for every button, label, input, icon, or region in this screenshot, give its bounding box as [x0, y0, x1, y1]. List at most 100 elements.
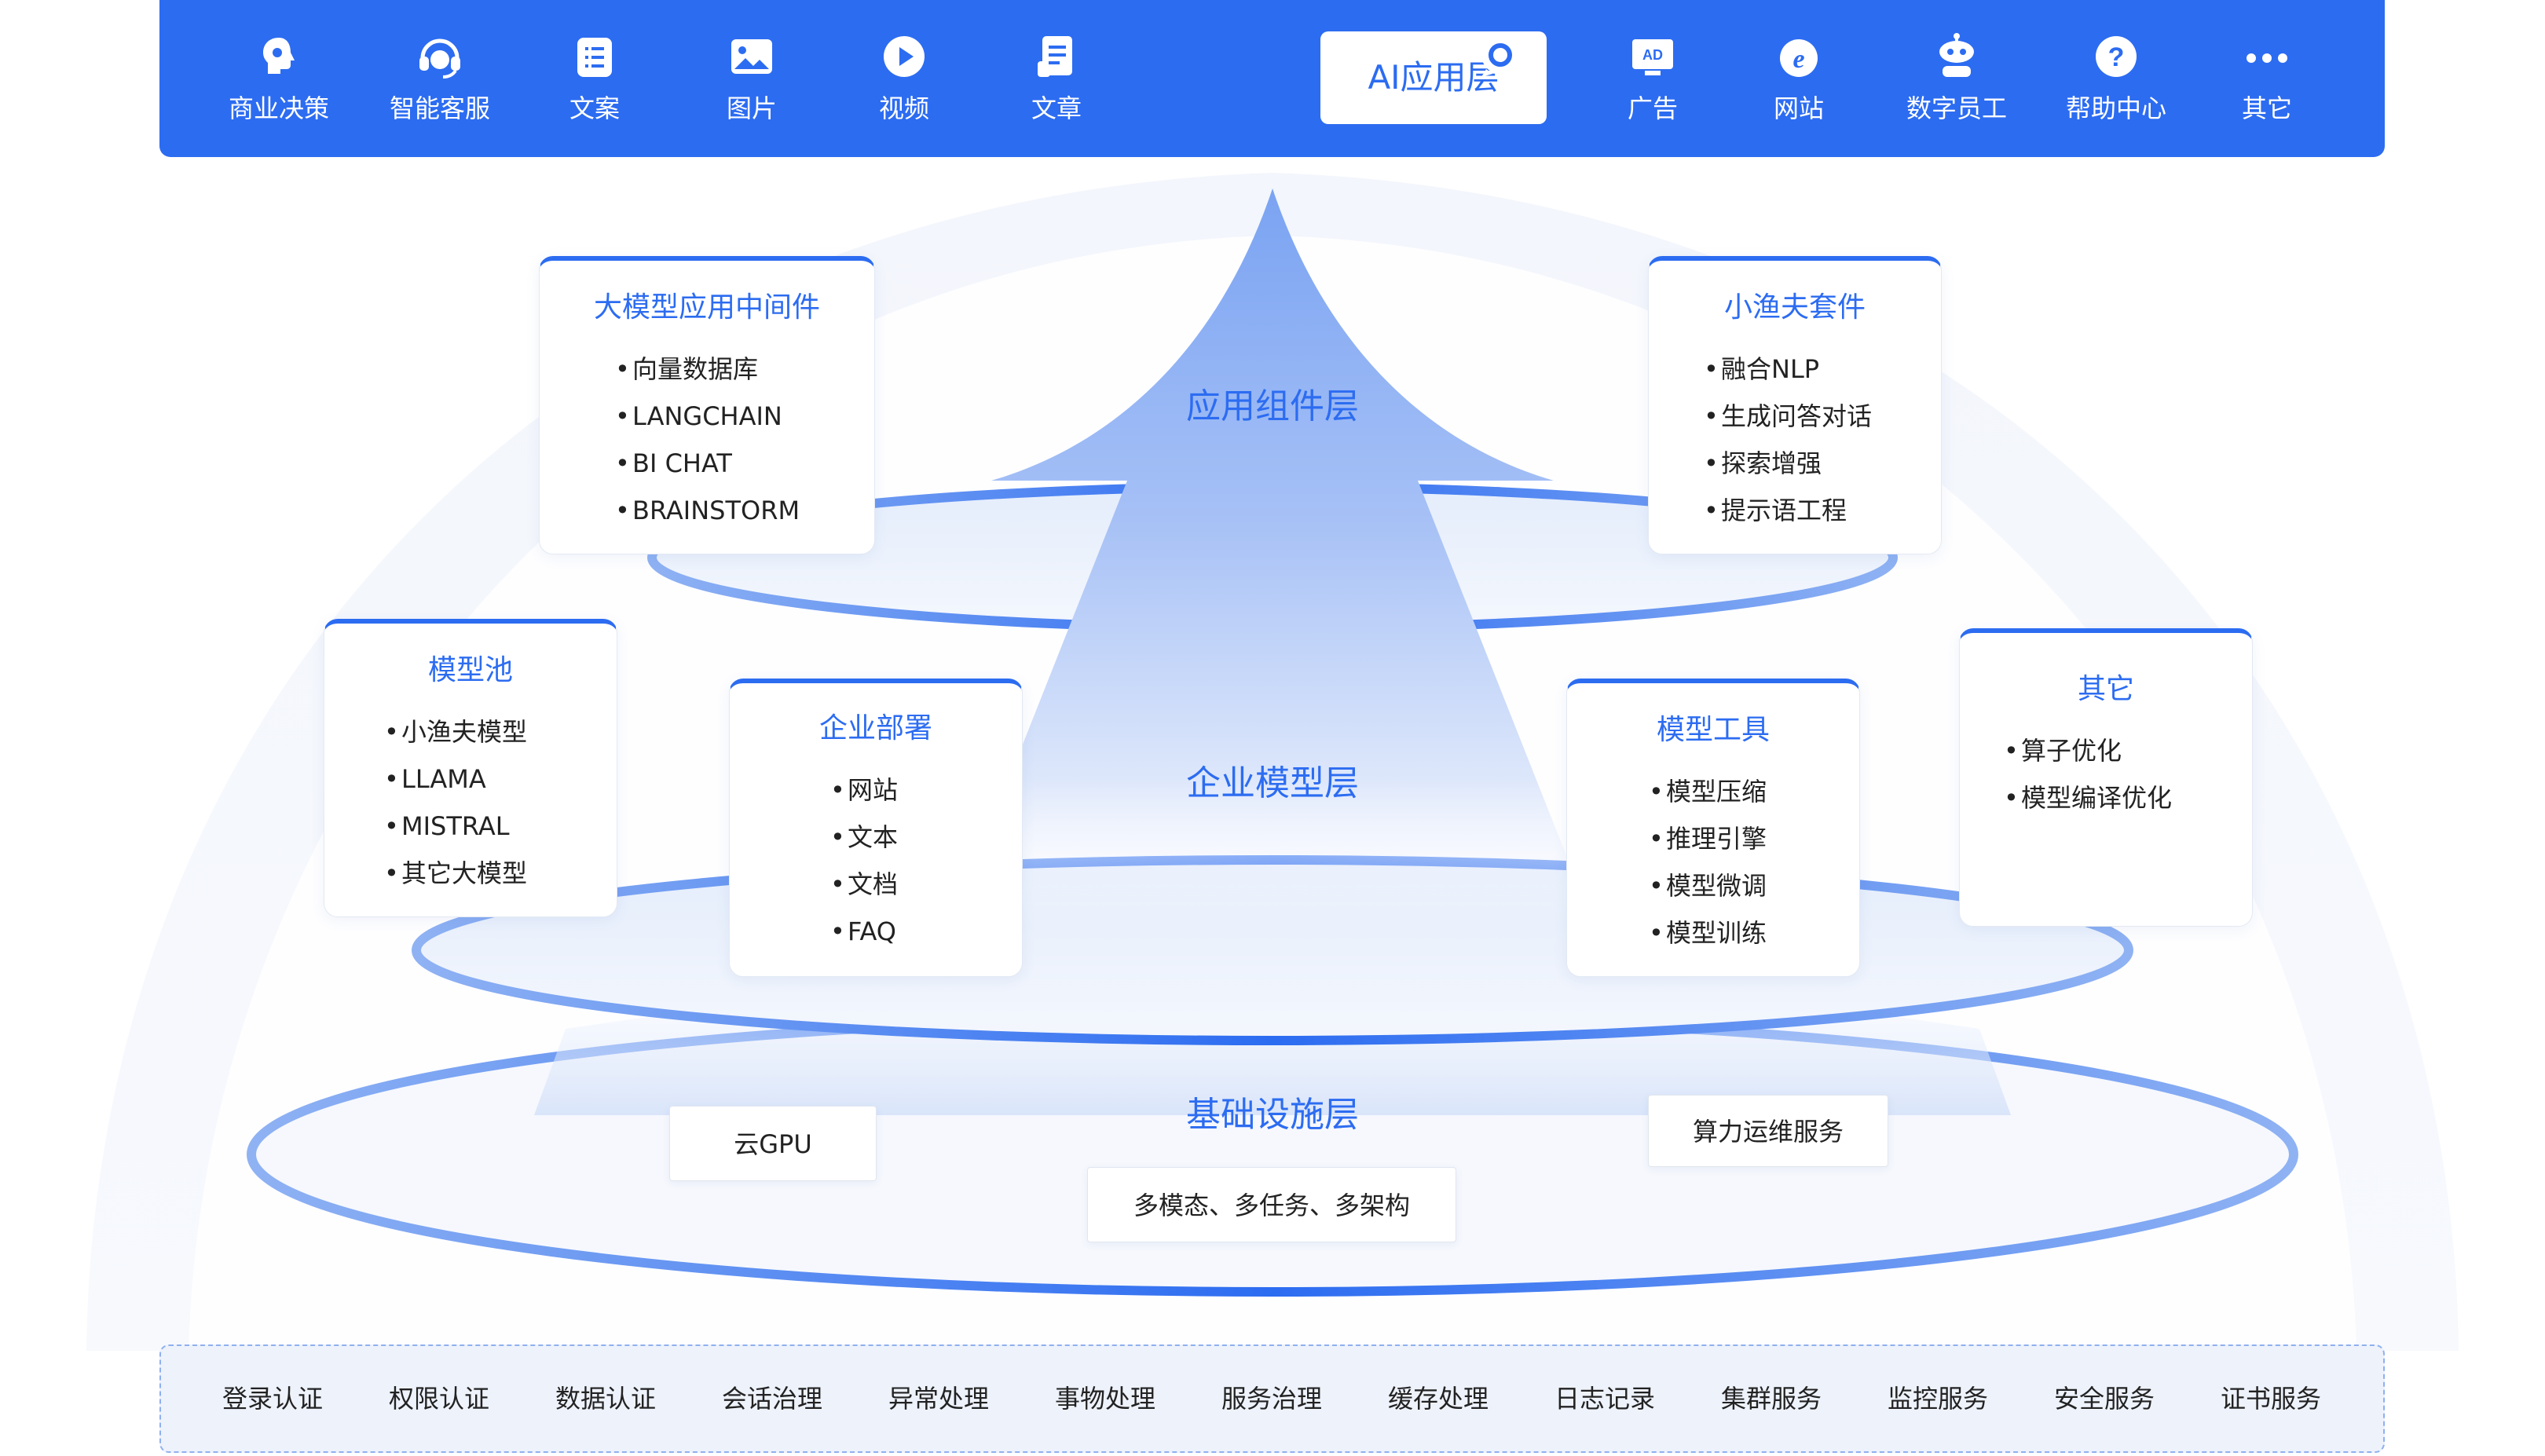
list-item: LLAMA	[384, 755, 527, 803]
card-title: 小渔夫套件	[1723, 291, 1866, 324]
card-list: 向量数据库 LANGCHAIN BI CHAT BRAINSTORM	[615, 346, 800, 534]
article-icon	[1038, 36, 1072, 77]
nav-item-business-decision[interactable]: 商业决策	[200, 24, 357, 134]
nav-item-website[interactable]: e 网站	[1720, 24, 1877, 134]
service-item: 数据认证	[555, 1384, 657, 1414]
ad-icon-text: AD	[1642, 47, 1663, 63]
card-title: 企业部署	[818, 712, 932, 744]
nav-label: 视频	[878, 93, 929, 123]
chip-cloud-gpu: 云GPU	[669, 1106, 877, 1181]
list-item: BI CHAT	[615, 440, 800, 487]
card-llm-middleware: 大模型应用中间件 向量数据库 LANGCHAIN BI CHAT BRAINST…	[539, 256, 875, 554]
nav-label: 智能客服	[389, 93, 490, 123]
list-item: 模型微调	[1649, 862, 1767, 909]
service-item: 异常处理	[888, 1384, 990, 1414]
service-item: 集群服务	[1721, 1384, 1822, 1414]
list-item: 推理引擎	[1649, 815, 1767, 862]
list-item: 提示语工程	[1704, 487, 1872, 534]
card-model-tools: 模型工具 模型压缩 推理引擎 模型微调 模型训练	[1566, 679, 1860, 977]
list-item: 模型编译优化	[2004, 774, 2172, 821]
service-item: 证书服务	[2221, 1384, 2322, 1414]
browser-icon: e	[1780, 39, 1818, 77]
service-item: 登录认证	[222, 1384, 324, 1414]
service-item: 缓存处理	[1388, 1384, 1489, 1414]
nav-item-customer-service[interactable]: 智能客服	[361, 24, 518, 134]
list-item: 融合NLP	[1704, 346, 1872, 393]
list-item: 小渔夫模型	[384, 708, 527, 755]
nav-item-copywriting[interactable]: 文案	[516, 24, 673, 134]
list-item: 生成问答对话	[1704, 393, 1872, 440]
card-model-pool: 模型池 小渔夫模型 LLAMA MISTRAL 其它大模型	[324, 619, 617, 917]
card-title: 模型池	[427, 654, 513, 686]
card-others: 其它 算子优化 模型编译优化	[1959, 628, 2253, 927]
nav-label: 网站	[1773, 93, 1824, 123]
service-item: 权限认证	[389, 1384, 490, 1414]
nav-label: 图片	[726, 93, 777, 123]
card-list: 算子优化 模型编译优化	[2004, 727, 2172, 821]
list-item: FAQ	[830, 908, 898, 955]
help-icon-text: ?	[2108, 42, 2125, 72]
app-component-layer-label: 应用组件层	[1186, 386, 1359, 426]
card-title: 模型工具	[1656, 714, 1770, 746]
service-item: 会话治理	[722, 1384, 823, 1414]
browser-icon-text: e	[1792, 45, 1804, 74]
play-icon	[884, 36, 925, 77]
help-icon: ?	[2096, 36, 2137, 77]
card-title: 其它	[2077, 673, 2134, 705]
list-item: 文本	[830, 814, 898, 861]
list-doc-icon	[577, 38, 612, 77]
headset-icon	[419, 38, 460, 79]
card-xiaoyufu-suite: 小渔夫套件 融合NLP 生成问答对话 探索增强 提示语工程	[1648, 256, 1942, 554]
list-item: 其它大模型	[384, 850, 527, 897]
ad-icon: AD	[1632, 39, 1673, 75]
nav-item-social-media[interactable]: 社媒	[1422, 24, 1579, 134]
service-item: 日志记录	[1554, 1384, 1656, 1414]
nav-item-video[interactable]: 视频	[826, 24, 983, 134]
card-enterprise-deployment: 企业部署 网站 文本 文档 FAQ	[729, 679, 1023, 977]
list-item: LANGCHAIN	[615, 393, 800, 440]
brain-icon	[263, 38, 295, 74]
nav-label: 商业决策	[228, 93, 329, 123]
list-item: 模型压缩	[1649, 768, 1767, 815]
service-item: 服务治理	[1221, 1384, 1323, 1414]
nav-label: 社媒	[1474, 93, 1525, 123]
list-item: 向量数据库	[615, 346, 800, 393]
list-item: 模型训练	[1649, 909, 1767, 957]
chip-multi-modal: 多模态、多任务、多架构	[1087, 1167, 1456, 1242]
more-icon	[2247, 53, 2287, 63]
nav-label: 数字员工	[1906, 93, 2007, 123]
nav-item-others[interactable]: 其它	[2188, 24, 2345, 134]
nav-item-help-center[interactable]: ? 帮助中心	[2038, 24, 2195, 134]
ai-application-bar: 商业决策 智能客服 文案 图片 视频	[159, 0, 2385, 157]
enterprise-model-layer-label: 企业模型层	[1186, 763, 1359, 803]
card-list: 融合NLP 生成问答对话 探索增强 提示语工程	[1704, 346, 1872, 534]
nav-item-images[interactable]: 图片	[673, 24, 830, 134]
social-icon	[1481, 36, 1519, 77]
nav-item-article[interactable]: 文章	[978, 24, 1135, 134]
service-item: 安全服务	[2054, 1384, 2155, 1414]
list-item: 算子优化	[2004, 727, 2172, 774]
card-list: 网站 文本 文档 FAQ	[830, 766, 898, 955]
list-item: 文档	[830, 861, 898, 908]
nav-item-digital-employee[interactable]: 数字员工	[1878, 24, 2035, 134]
common-services-bar: 登录认证 权限认证 数据认证 会话治理 异常处理 事物处理 服务治理 缓存处理 …	[159, 1344, 2385, 1453]
image-icon	[731, 39, 772, 74]
card-list: 模型压缩 推理引擎 模型微调 模型训练	[1649, 768, 1767, 957]
service-item: 监控服务	[1888, 1384, 1989, 1414]
nav-label: 文案	[569, 93, 620, 123]
nav-item-ads[interactable]: AD 广告	[1574, 24, 1731, 134]
list-item: 探索增强	[1704, 440, 1872, 487]
list-item: 网站	[830, 766, 898, 814]
service-item: 事物处理	[1055, 1384, 1156, 1414]
nav-label: 广告	[1627, 93, 1678, 123]
robot-icon	[1939, 33, 1974, 77]
card-title: 大模型应用中间件	[593, 291, 820, 324]
nav-label: 文章	[1031, 93, 1082, 123]
chip-compute-ops: 算力运维服务	[1648, 1095, 1888, 1167]
nav-label: 帮助中心	[2065, 93, 2166, 123]
list-item: MISTRAL	[384, 803, 527, 850]
nav-label: 其它	[2241, 93, 2292, 123]
card-list: 小渔夫模型 LLAMA MISTRAL 其它大模型	[384, 708, 527, 897]
list-item: BRAINSTORM	[615, 487, 800, 534]
infrastructure-layer-label: 基础设施层	[1186, 1095, 1359, 1135]
